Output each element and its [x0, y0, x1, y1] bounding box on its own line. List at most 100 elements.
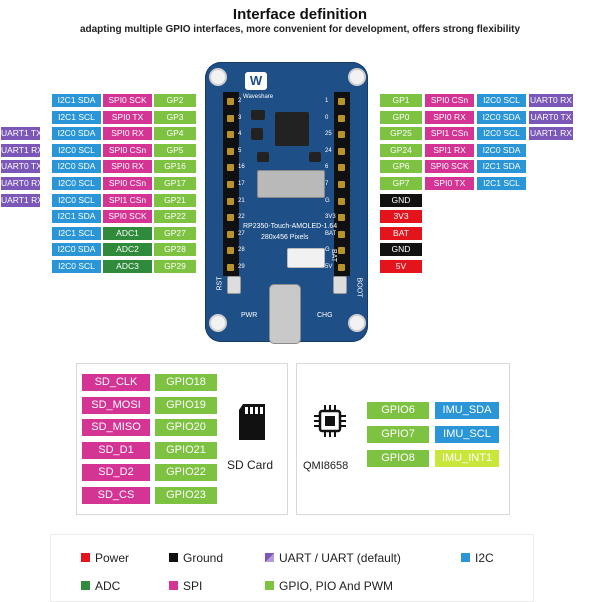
header-pin [338, 147, 345, 155]
pin-label: BAT [380, 226, 422, 240]
boot-button[interactable] [333, 276, 347, 294]
pin-label: I2C0 SCL [52, 193, 101, 207]
pin-label: SPI1 RX [425, 143, 474, 157]
header-pin [338, 181, 345, 188]
legend-label: I2C [475, 551, 494, 565]
sd-signal-label: SD_MISO [82, 419, 150, 436]
pin-label: GP3 [154, 110, 196, 124]
pin-number: 2 [238, 98, 242, 104]
imu-gpio-label: GPIO7 [367, 426, 429, 443]
pin-number: 29 [238, 264, 245, 270]
header-pin [227, 197, 234, 205]
pin-label: SPI0 TX [425, 177, 474, 190]
pin-label: UART1 RX [1, 193, 40, 207]
pin-label: SPI0 SCK [425, 160, 474, 174]
page-subtitle: adapting multiple GPIO interfaces, more … [79, 24, 521, 35]
header-pin [338, 197, 345, 205]
pin-label: I2C0 SCL [52, 177, 101, 190]
pin-label: GP16 [154, 160, 196, 174]
pin-number: 21 [238, 197, 245, 204]
sd-gpio-label: GPIO21 [155, 441, 217, 459]
sd-gpio-label: GPIO22 [155, 464, 217, 481]
pin-label: UART1 RX [1, 143, 40, 157]
pin-number: 7 [325, 181, 329, 187]
pin-number: 3 [238, 114, 242, 121]
imu-signal-label: IMU_SDA [435, 402, 499, 419]
board-resolution: 280x456 Pixels [261, 234, 309, 241]
small-chip [251, 110, 265, 120]
pin-number: 25 [325, 131, 332, 138]
page-title: Interface definition [232, 6, 368, 23]
board-model: RP2350-Touch-AMOLED-1.64 [243, 223, 338, 230]
pin-label: I2C0 SDA [477, 110, 526, 124]
pin-label: SPI0 RX [103, 127, 152, 141]
pin-label: GP6 [380, 160, 422, 174]
small-chip [309, 152, 321, 162]
pin-number: 27 [238, 230, 245, 237]
pin-number: 6 [325, 164, 329, 171]
rst-label: RST [216, 276, 224, 291]
pin-label: GP29 [154, 260, 196, 273]
chg-label: CHG [317, 312, 333, 319]
usb-c-port [269, 284, 301, 344]
pin-label: I2C1 SCL [477, 177, 526, 190]
pin-label: UART0 TX [1, 160, 40, 174]
imu-signal-label: IMU_INT1 [435, 450, 499, 467]
pin-number: 17 [238, 181, 245, 187]
sd-gpio-label: GPIO20 [155, 419, 217, 436]
pin-label: SPI0 RX [425, 110, 474, 124]
pin-number: 0 [325, 114, 329, 121]
legend-swatch [265, 581, 274, 590]
sd-signal-label: SD_CLK [82, 374, 150, 391]
legend-swatch [169, 553, 178, 562]
header-pin [338, 214, 345, 222]
header-pin [338, 247, 345, 255]
pin-number: 22 [238, 214, 245, 221]
pin-label: UART0 RX [1, 177, 40, 190]
pin-label: ADC3 [103, 260, 152, 273]
legend-swatch [81, 581, 90, 590]
pin-label: GP17 [154, 177, 196, 190]
pin-label: GP5 [154, 143, 196, 157]
sd-card-icon [235, 402, 269, 442]
mounting-hole [348, 314, 366, 332]
pin-label: I2C0 SDA [52, 243, 101, 257]
header-pin [227, 264, 234, 271]
header-pin [338, 114, 345, 122]
sd-gpio-label: GPIO19 [155, 396, 217, 414]
pin-label: GND [380, 243, 422, 257]
pin-number: 3V3 [325, 214, 336, 221]
pin-number: G [325, 197, 330, 204]
pin-label: I2C0 SCL [477, 94, 526, 107]
sd-signal-label: SD_CS [82, 486, 150, 504]
pin-label: GP21 [154, 193, 196, 207]
imu-gpio-label: GPIO8 [367, 450, 429, 467]
rp2350-board: W Waveshare RP2350-Touch-AMOLED-1.64 280… [205, 62, 368, 344]
pin-label: ADC1 [103, 226, 152, 240]
header-pin [227, 181, 234, 188]
sd-signal-label: SD_MOSI [82, 396, 150, 414]
pin-label: I2C0 SCL [52, 143, 101, 157]
reset-button[interactable] [227, 276, 241, 294]
header-pin [338, 230, 345, 238]
pin-label: SPI0 CSn [103, 143, 152, 157]
legend-swatch [81, 553, 90, 562]
sd-card-label: SD Card [227, 458, 274, 472]
legend-label: GPIO, PIO And PWM [279, 579, 394, 593]
pwr-label: PWR [241, 312, 258, 319]
pin-label: ADC2 [103, 243, 152, 257]
sd-signal-label: SD_D1 [82, 441, 150, 459]
pin-label: UART1 RX [529, 127, 573, 141]
header-pin [338, 264, 345, 271]
legend-label: ADC [95, 579, 121, 593]
pin-label: I2C1 SDA [52, 210, 101, 224]
pin-label: UART0 TX [529, 110, 573, 124]
legend-label: Ground [183, 551, 224, 565]
legend-swatch [265, 553, 274, 562]
legend-label: UART / UART (default) [279, 551, 401, 565]
mounting-hole [348, 68, 366, 86]
header-pin [227, 131, 234, 139]
